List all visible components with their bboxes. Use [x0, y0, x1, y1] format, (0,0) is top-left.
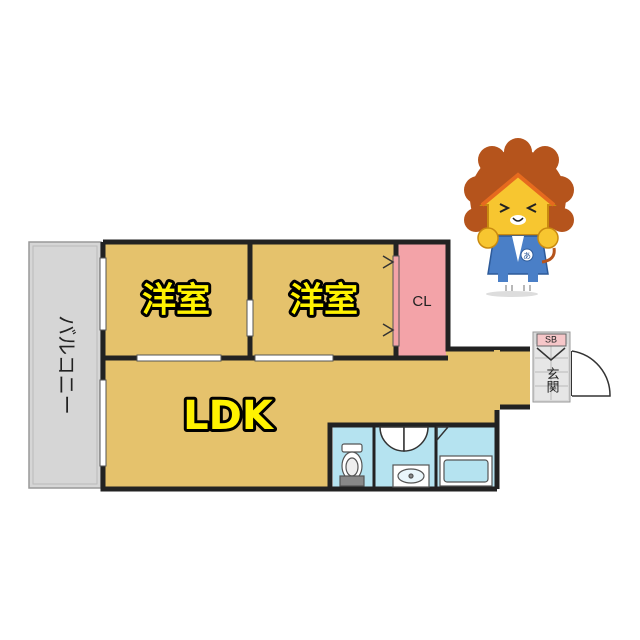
balcony: バルコニー — [28, 241, 102, 489]
washbasin-icon — [392, 464, 430, 488]
entrance-label: 玄関 — [544, 367, 560, 394]
bathroom-door-icon — [379, 426, 450, 452]
entrance-step-icon — [536, 347, 566, 361]
closet-area — [398, 244, 446, 356]
openings — [99, 255, 500, 467]
entrance: SB 玄関 — [532, 331, 571, 403]
bathtub-icon — [439, 455, 493, 487]
mascot-tie-badge: あ — [523, 252, 531, 261]
western-room-2-label: 洋室 — [290, 281, 358, 321]
lion-mascot-icon: あ — [464, 138, 574, 297]
closet-label: CL — [412, 293, 431, 310]
toilet-icon — [339, 443, 365, 487]
western-room-1-label: 洋室 — [142, 281, 210, 321]
balcony-label: バルコニー — [55, 315, 79, 415]
ldk-label: LDK — [183, 393, 275, 439]
door-swing-icon — [571, 350, 611, 397]
shoe-box — [536, 333, 567, 347]
shoe-box-label: SB — [545, 334, 557, 344]
